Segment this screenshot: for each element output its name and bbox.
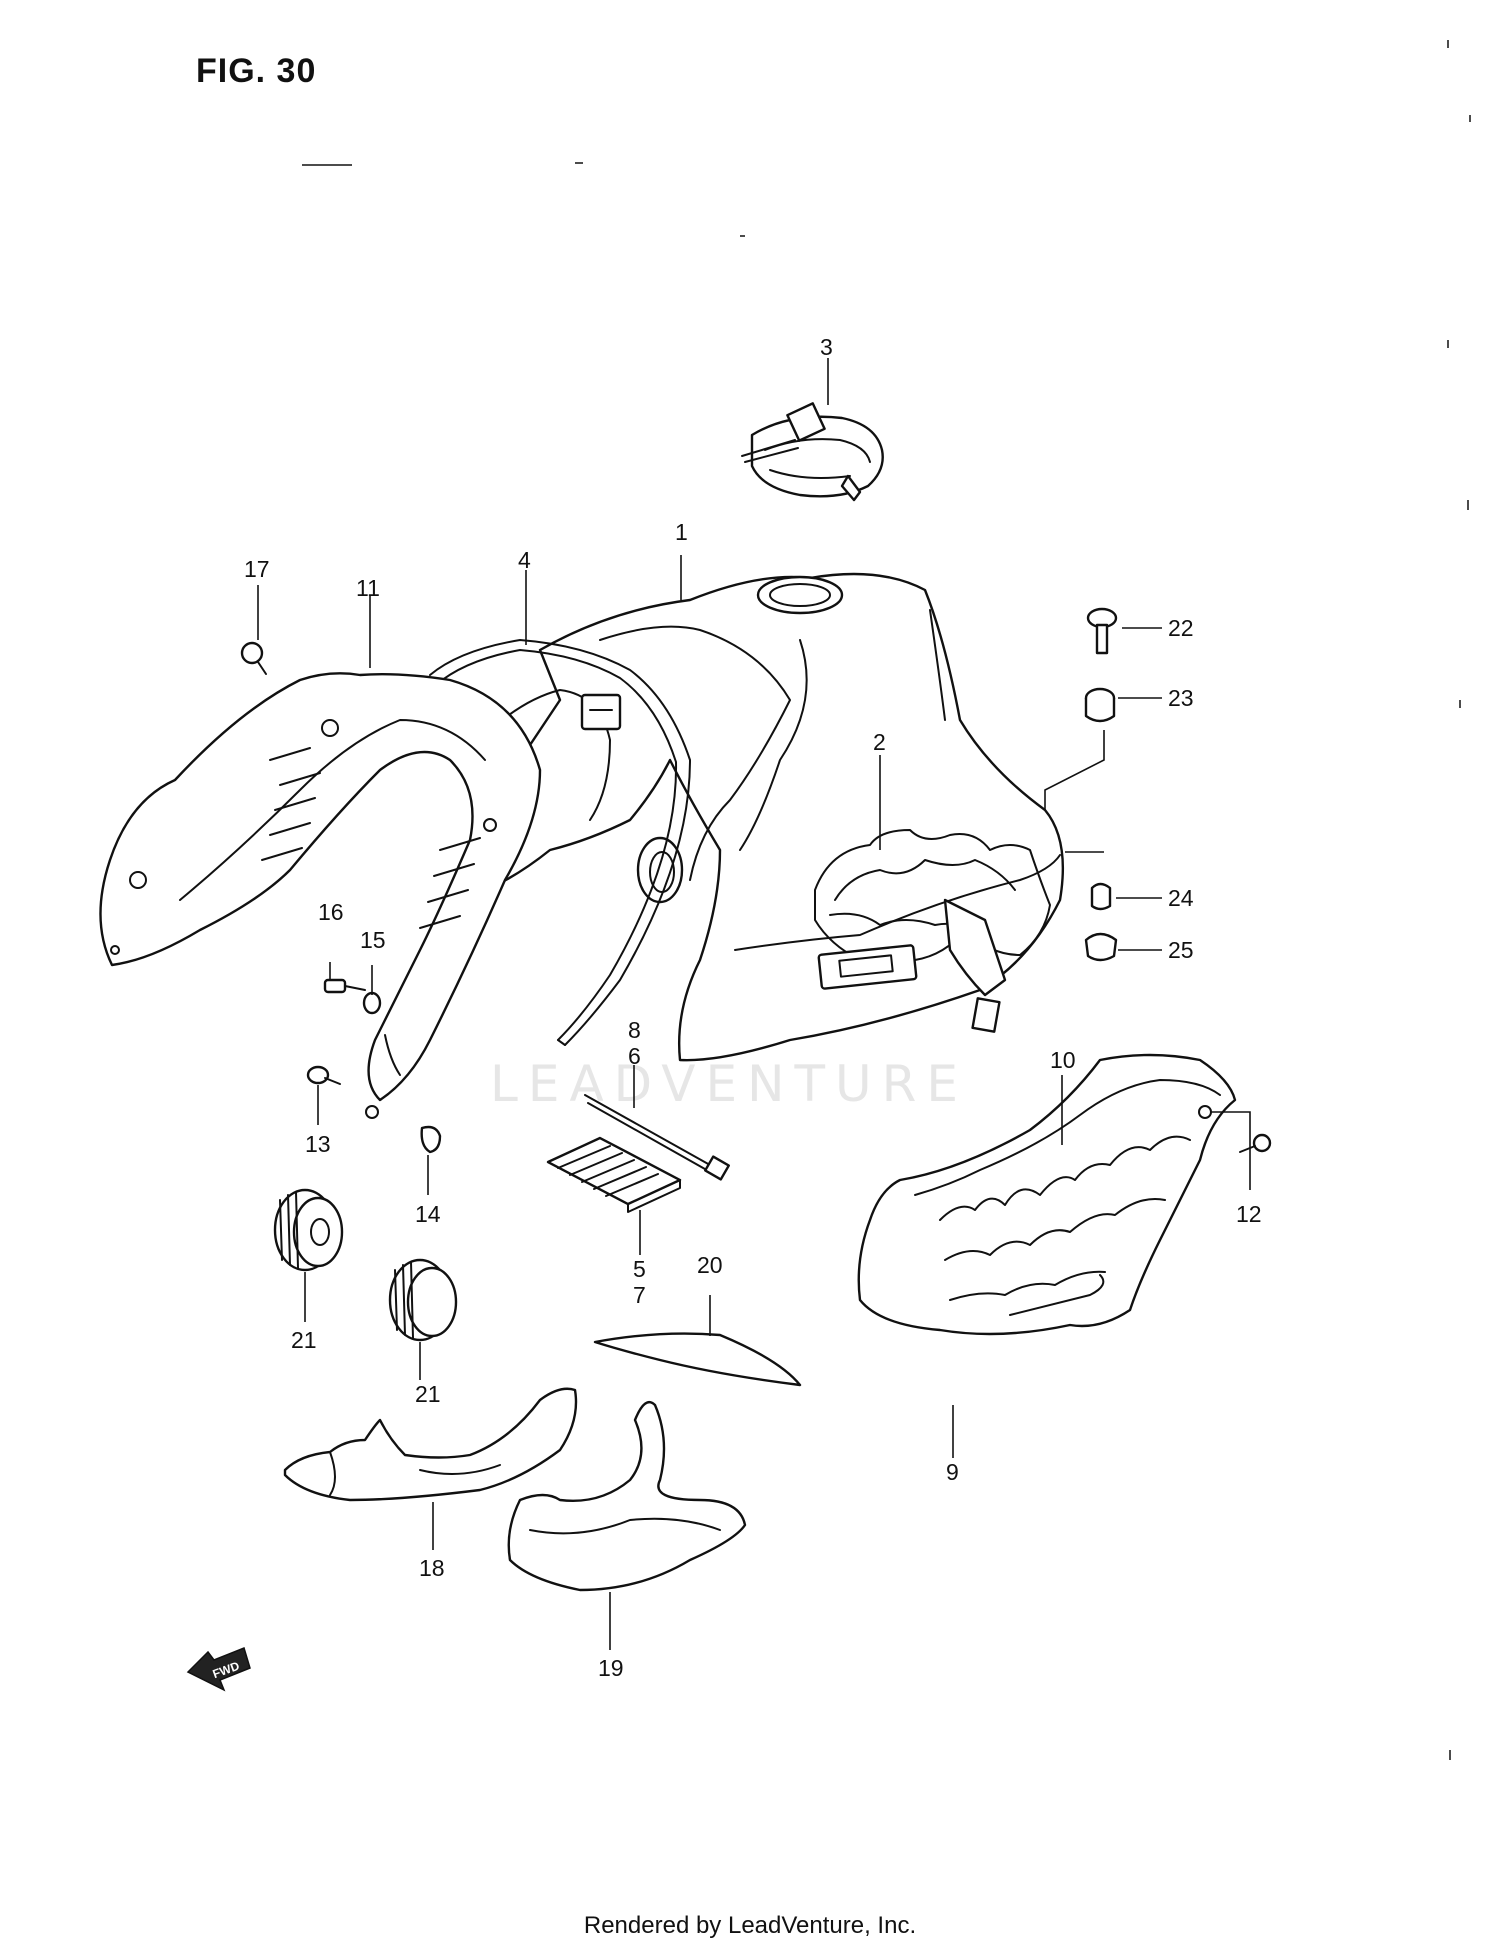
callout-6: 6 <box>628 1043 641 1069</box>
forward-arrow-icon: FWD <box>186 1646 251 1692</box>
shim-part <box>593 1332 802 1387</box>
callout-11: 11 <box>356 575 380 601</box>
lower-pad-part <box>283 1387 578 1502</box>
watermark: LEADVENTURE <box>490 1055 968 1113</box>
callout-19: 19 <box>598 1655 624 1681</box>
fuel-tank-part <box>453 572 1065 1062</box>
bolt-17-part <box>240 641 267 675</box>
lower-pad-2-part <box>507 1400 747 1592</box>
tank-trim-strip-part <box>429 639 691 1046</box>
callout-20: 20 <box>697 1252 723 1278</box>
callout-24: 24 <box>1168 885 1194 911</box>
callout-18: 18 <box>419 1555 445 1581</box>
callout-21-b: 21 <box>415 1381 441 1407</box>
callout-23: 23 <box>1168 685 1194 711</box>
callout-14: 14 <box>415 1201 441 1227</box>
bolt-16-part <box>323 978 366 994</box>
callout-22: 22 <box>1168 615 1194 641</box>
callout-2: 2 <box>873 729 886 755</box>
collar-23-part <box>1084 687 1116 723</box>
tank-decal-part <box>814 829 1051 1033</box>
callout-1: 1 <box>675 519 688 545</box>
cushion-pad-part <box>546 1136 682 1213</box>
nut-14-part <box>420 1125 442 1154</box>
figure-title: FIG. 30 <box>196 52 317 90</box>
callout-9: 9 <box>946 1459 959 1485</box>
cushion-25-part <box>1084 932 1118 962</box>
callout-17: 17 <box>244 556 270 582</box>
callout-8: 8 <box>628 1017 641 1043</box>
fuel-cap-part <box>741 402 884 502</box>
cable-tie-part <box>584 1094 730 1181</box>
callout-7: 7 <box>633 1282 646 1308</box>
leader-lines <box>257 358 1251 1650</box>
grommet-24-part <box>1090 882 1112 911</box>
callout-13: 13 <box>305 1131 331 1157</box>
right-tank-cover-part <box>857 1053 1237 1336</box>
scan-marks <box>302 40 1471 1760</box>
callout-25: 25 <box>1168 937 1194 963</box>
callout-12: 12 <box>1236 1201 1262 1227</box>
damper-b-part <box>388 1258 458 1342</box>
callout-21-a: 21 <box>291 1327 317 1353</box>
callout-16: 16 <box>318 899 344 925</box>
collar-15-part <box>362 991 382 1015</box>
callout-4: 4 <box>518 547 531 573</box>
callout-3: 3 <box>820 334 833 360</box>
damper-a-part <box>273 1188 344 1272</box>
screw-12-part <box>1239 1133 1272 1153</box>
bolt-13-part <box>306 1065 341 1085</box>
callout-15: 15 <box>360 927 386 953</box>
callout-10: 10 <box>1050 1047 1076 1073</box>
callout-numbers: 3 1 4 11 17 2 22 23 24 25 10 12 9 8 6 5 … <box>244 334 1262 1681</box>
footer-credit: Rendered by LeadVenture, Inc. <box>583 1912 917 1939</box>
callout-5: 5 <box>633 1256 646 1282</box>
left-tank-cover-part <box>99 672 542 1119</box>
bolt-22-part <box>1086 607 1118 655</box>
